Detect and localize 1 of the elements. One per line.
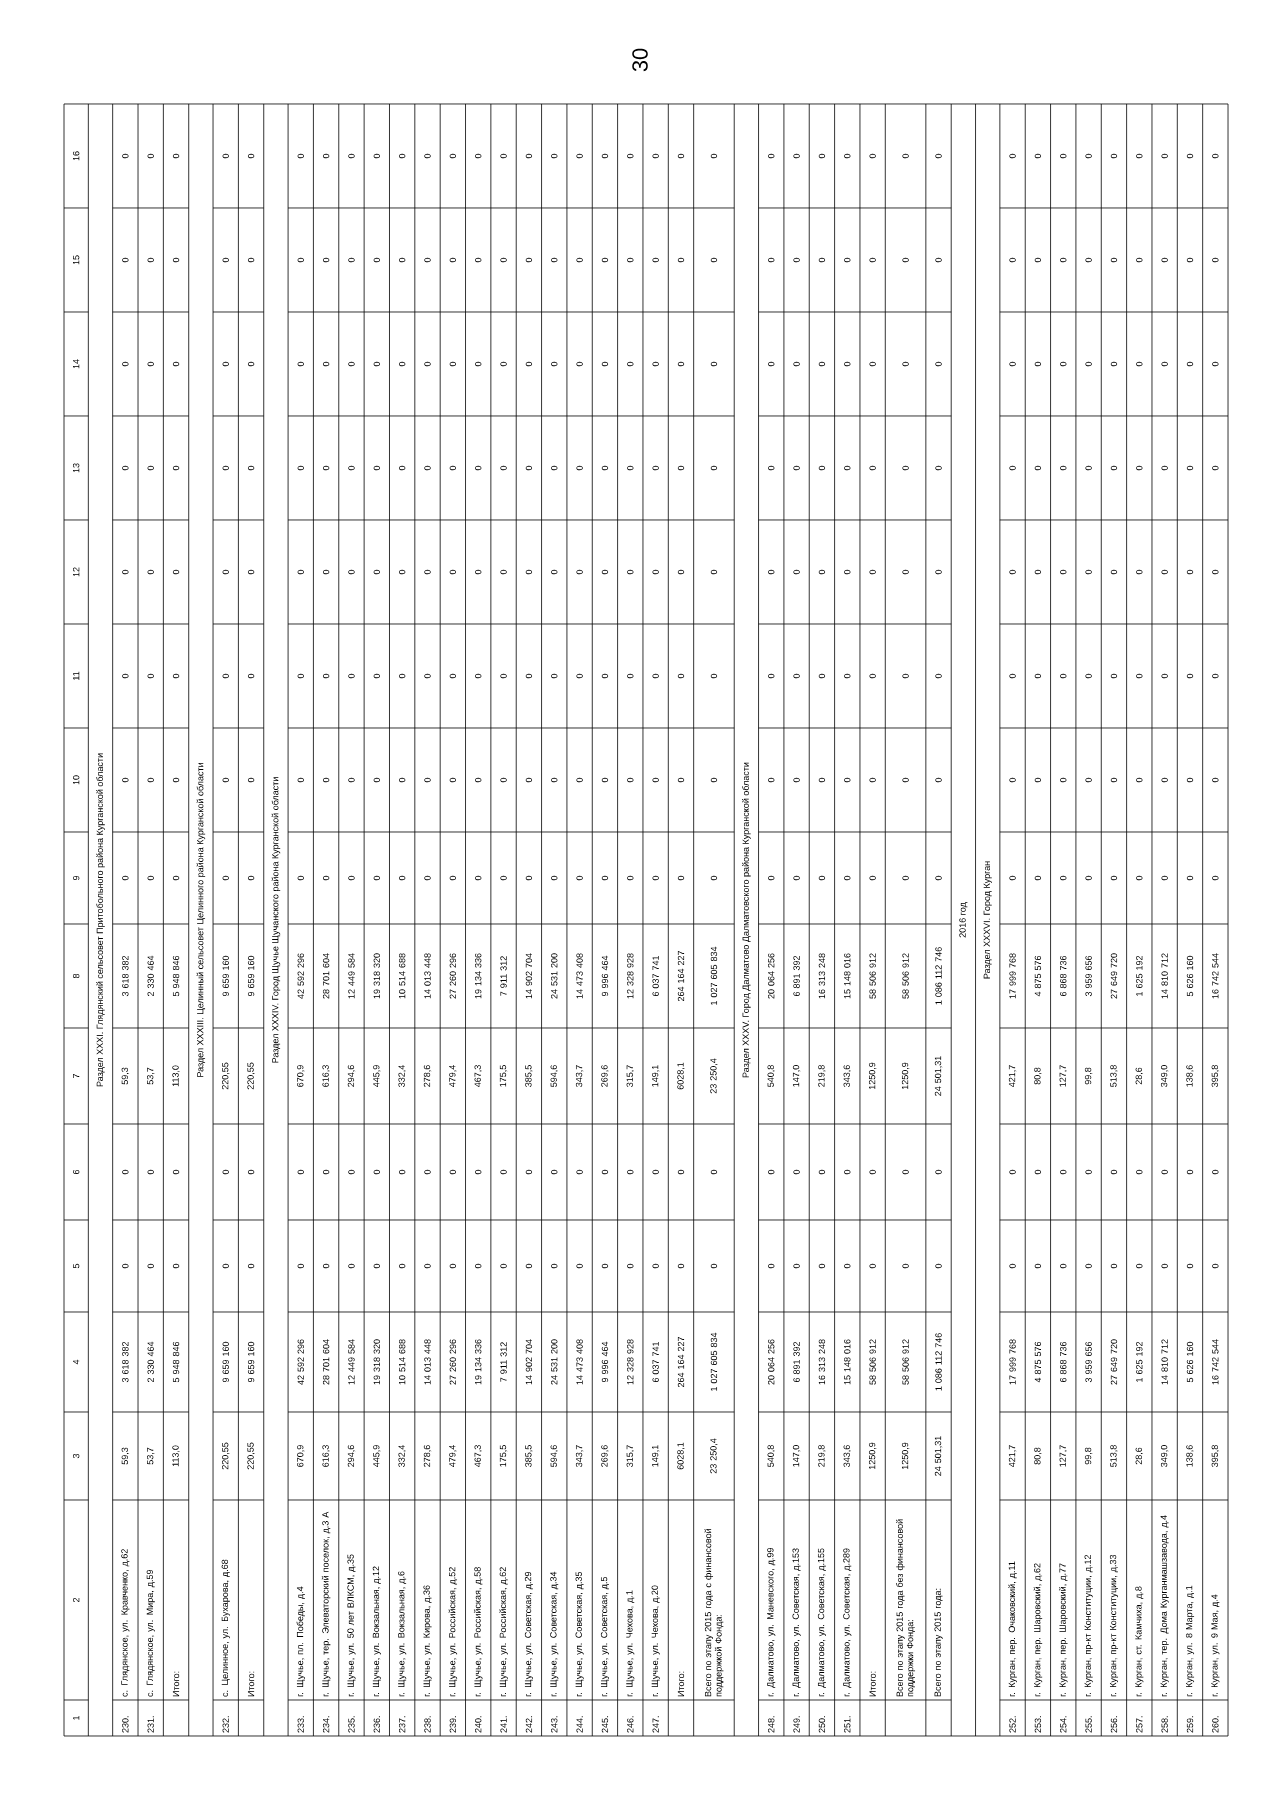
page-number: 30 — [632, 48, 648, 72]
